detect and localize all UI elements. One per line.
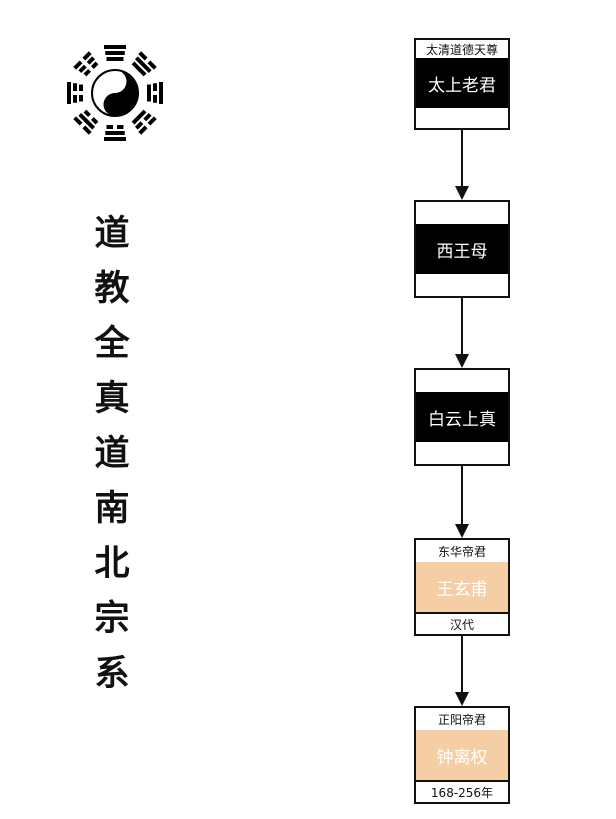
lineage-node: 白云上真 — [414, 368, 510, 466]
node-era-label — [416, 274, 508, 296]
node-title-label — [416, 370, 508, 392]
node-name: 王玄甫 — [416, 562, 508, 612]
node-title-label: 正阳帝君 — [437, 712, 486, 727]
arrowhead-icon — [455, 186, 469, 200]
title-char: 全 — [94, 323, 130, 364]
trigram-icon — [104, 45, 126, 61]
trigram-icon — [67, 82, 83, 104]
trigram-icon — [147, 82, 163, 104]
node-title-label: 太清道德天尊 — [425, 42, 498, 57]
taiji-icon — [91, 69, 139, 117]
title-char: 教 — [94, 268, 130, 309]
lineage-node: 西王母 — [414, 200, 510, 298]
node-name: 白云上真 — [416, 392, 508, 442]
title-char: 道 — [94, 433, 130, 474]
title-char: 北 — [94, 543, 130, 584]
title-char: 宗 — [94, 598, 130, 639]
trigram-icon — [131, 51, 157, 77]
node-era-label: 168-256年 — [416, 780, 508, 802]
node-title-label: 东华帝君 — [437, 544, 486, 559]
lineage-arrow — [461, 636, 463, 692]
arrowhead-icon — [455, 524, 469, 538]
arrowhead-icon — [455, 692, 469, 706]
trigram-ring — [67, 45, 163, 141]
lineage-arrow — [461, 466, 463, 524]
trigram-icon — [73, 109, 99, 135]
lineage-node: 东华帝君王玄甫汉代 — [414, 538, 510, 636]
bagua-taiji-icon — [67, 45, 163, 141]
title-char: 系 — [94, 653, 130, 694]
node-era-label: 汉代 — [416, 612, 508, 634]
node-name: 太上老君 — [416, 58, 508, 108]
lineage-arrow — [461, 298, 463, 354]
title-char: 南 — [94, 488, 130, 529]
lineage-node: 太清道德天尊太上老君 — [414, 38, 510, 130]
trigram-icon — [73, 51, 99, 77]
vertical-title: 道教全真道南北宗系 — [88, 206, 136, 701]
title-char: 真 — [94, 378, 130, 419]
node-title-label — [416, 202, 508, 224]
title-char: 道 — [94, 213, 130, 254]
node-era-label — [416, 108, 508, 128]
node-era-label — [416, 442, 508, 464]
node-name: 西王母 — [416, 224, 508, 274]
trigram-icon — [104, 125, 126, 141]
arrowhead-icon — [455, 354, 469, 368]
node-name: 钟离权 — [416, 730, 508, 780]
trigram-icon — [131, 109, 157, 135]
lineage-arrow — [461, 130, 463, 186]
